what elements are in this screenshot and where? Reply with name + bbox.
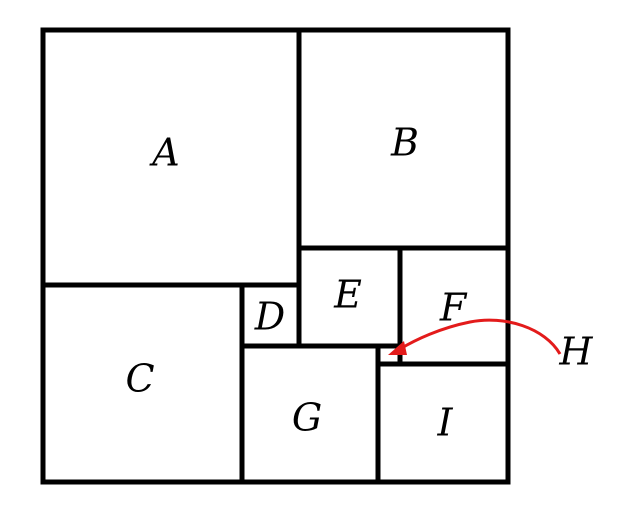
label-a: A bbox=[149, 131, 179, 175]
label-b: B bbox=[390, 121, 419, 165]
label-d: D bbox=[254, 295, 285, 339]
square-i bbox=[375, 361, 511, 485]
pointer-arrow-line bbox=[399, 318, 562, 355]
label-c: C bbox=[125, 357, 154, 401]
pointer-arrow-head bbox=[388, 341, 407, 355]
label-i: I bbox=[436, 401, 453, 445]
label-h: H bbox=[558, 330, 593, 374]
label-e: E bbox=[333, 273, 362, 317]
label-g: G bbox=[292, 396, 322, 440]
